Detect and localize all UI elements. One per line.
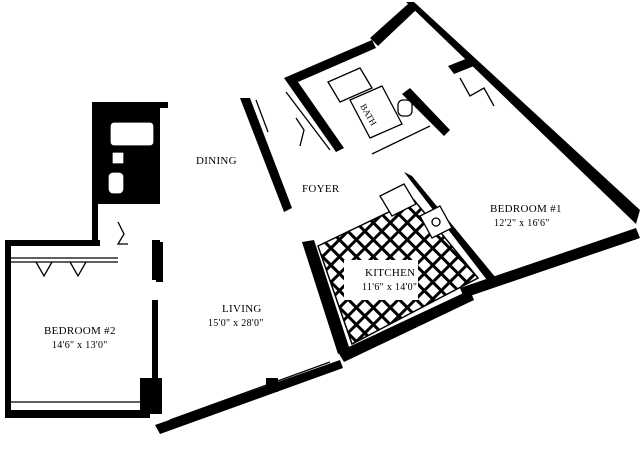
bedroom-1-closet-door [459,77,495,107]
bedroom-2-corner-block [140,378,162,414]
foyer-name: FOYER [302,183,340,195]
bath-1-toilet [397,99,413,117]
bedroom-1-window [547,239,633,269]
foyer-door-swing [295,117,305,147]
kitchen-bottom-wall [338,290,474,362]
bath-1-area: BATH [284,40,450,155]
bedroom-1-closet-wall [448,58,474,74]
bedroom-2-closet-door-left [35,261,53,278]
kitchen-burner [431,217,441,227]
bath-1-label-box [349,85,403,139]
living-window [169,361,331,421]
bath-1-tub [327,67,373,103]
dining-name: DINING [196,155,237,167]
bedroom-2-door-swing [116,221,128,245]
bedroom-1-top-wall [370,4,416,46]
living-bottom-wall [155,360,343,434]
bedroom-2-closet-door-right [69,261,87,278]
bedroom-1-bottom-wall [460,228,640,298]
bedroom-2-right-wall-lower [152,300,158,380]
bedroom-2-area [5,221,162,418]
bedroom-1-outer-wall [406,2,640,224]
kitchen-label-bg [344,260,418,300]
kitchen-area [302,183,480,362]
kitchen-name: KITCHEN [365,267,415,279]
kitchen-stove [419,205,453,239]
bath-1-label: BATH [358,102,379,128]
living-column [266,378,278,392]
bedroom-2-name: BEDROOM #2 [44,325,116,337]
bath-1-right-wall [402,88,450,136]
bath-2-toilet [107,171,125,195]
bedroom-2-dims: 14'6" x 13'0" [52,340,108,351]
bath-2-label-box [133,149,155,197]
kitchen-dims: 11'6" x 14'0" [362,282,417,293]
kitchen-outer-wall [302,240,350,354]
bath-2-label: BATH [140,168,150,192]
bath-2-tub [109,121,155,147]
dining-partition-line [255,99,269,133]
bath-2-sink [111,151,125,165]
bath-2-area: BATH [92,102,168,240]
bedroom-1-dims: 12'2" x 16'6" [494,218,550,229]
foyer-closet-line [285,91,331,151]
bath-1-lower-line [371,125,431,155]
living-dims: 15'0" x 28'0" [208,318,264,329]
bedroom-1-name: BEDROOM #1 [490,203,562,215]
dining-partition-wall [240,98,292,212]
living-name: LIVING [222,303,262,315]
living-dining-area [155,98,343,434]
kitchen-counter [379,183,417,217]
living-left-wall [156,242,163,282]
bath-1-walls [284,40,376,152]
